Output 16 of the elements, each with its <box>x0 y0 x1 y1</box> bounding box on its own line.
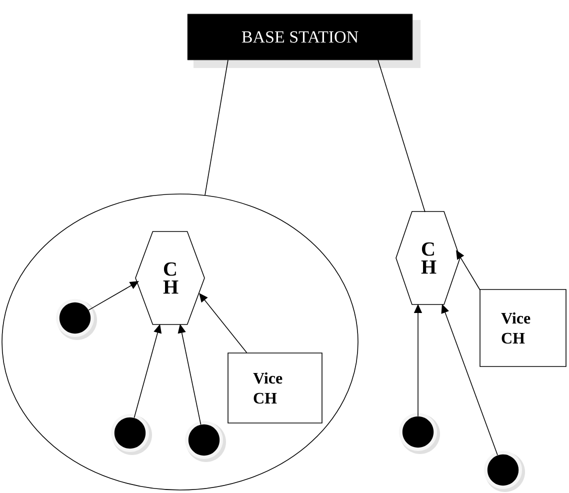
banner-box: BASE STATION <box>187 14 420 68</box>
sensor-dot <box>111 414 152 455</box>
arrow <box>199 293 248 353</box>
hexagon-node: C H <box>135 231 205 325</box>
cluster-ellipse <box>2 194 358 490</box>
label-box: Vice CH <box>228 352 322 424</box>
connector-line <box>378 60 426 212</box>
sensor-dot <box>484 451 525 492</box>
arrow <box>88 281 139 310</box>
sensor-dot <box>56 299 97 340</box>
connector-line <box>204 60 228 196</box>
label-box: Vice CH <box>480 289 566 367</box>
sensor-dot <box>399 413 440 454</box>
hexagon-node: C H <box>396 211 460 305</box>
arrow <box>456 250 480 290</box>
sensor-dot <box>185 421 226 462</box>
